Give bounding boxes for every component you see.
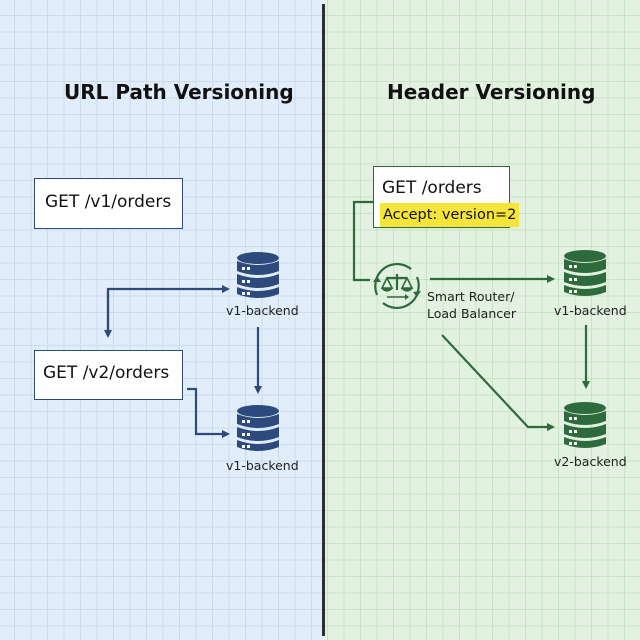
connector-request-to-router bbox=[352, 200, 373, 282]
balance-scale-cycle-icon bbox=[373, 262, 421, 310]
accept-header-highlight: Accept: version=2 bbox=[380, 203, 520, 227]
request-v2-box: GET /v2/orders bbox=[34, 350, 183, 400]
left-backend-bottom-label: v1-backend bbox=[226, 458, 299, 473]
header-versioning-panel bbox=[324, 0, 640, 640]
connector-to-v1-backend bbox=[106, 285, 230, 336]
connector-router-to-v2-backend bbox=[441, 334, 555, 431]
router-label-line2: Load Balancer bbox=[427, 306, 516, 321]
right-backend-top-label: v1-backend bbox=[554, 303, 627, 318]
left-title: URL Path Versioning bbox=[64, 80, 294, 104]
request-v2-text: GET /v2/orders bbox=[43, 363, 170, 383]
request-header-box: GET /orders Accept: version=2 bbox=[373, 166, 520, 228]
connector-v2-to-bottom-backend bbox=[187, 387, 230, 438]
request-v1-text: GET /v1/orders bbox=[45, 192, 172, 212]
database-icon bbox=[237, 252, 279, 298]
right-backend-bottom-label: v2-backend bbox=[554, 454, 627, 469]
right-title: Header Versioning bbox=[387, 80, 596, 104]
database-icon bbox=[564, 402, 606, 448]
request-header-text: GET /orders bbox=[382, 178, 482, 198]
url-path-versioning-panel bbox=[0, 0, 324, 640]
database-icon bbox=[564, 250, 606, 296]
left-backend-top-label: v1-backend bbox=[226, 303, 299, 318]
request-v1-box: GET /v1/orders bbox=[34, 178, 183, 229]
panel-divider bbox=[322, 4, 325, 636]
database-icon bbox=[237, 405, 279, 451]
router-label-line1: Smart Router/ bbox=[427, 289, 515, 304]
